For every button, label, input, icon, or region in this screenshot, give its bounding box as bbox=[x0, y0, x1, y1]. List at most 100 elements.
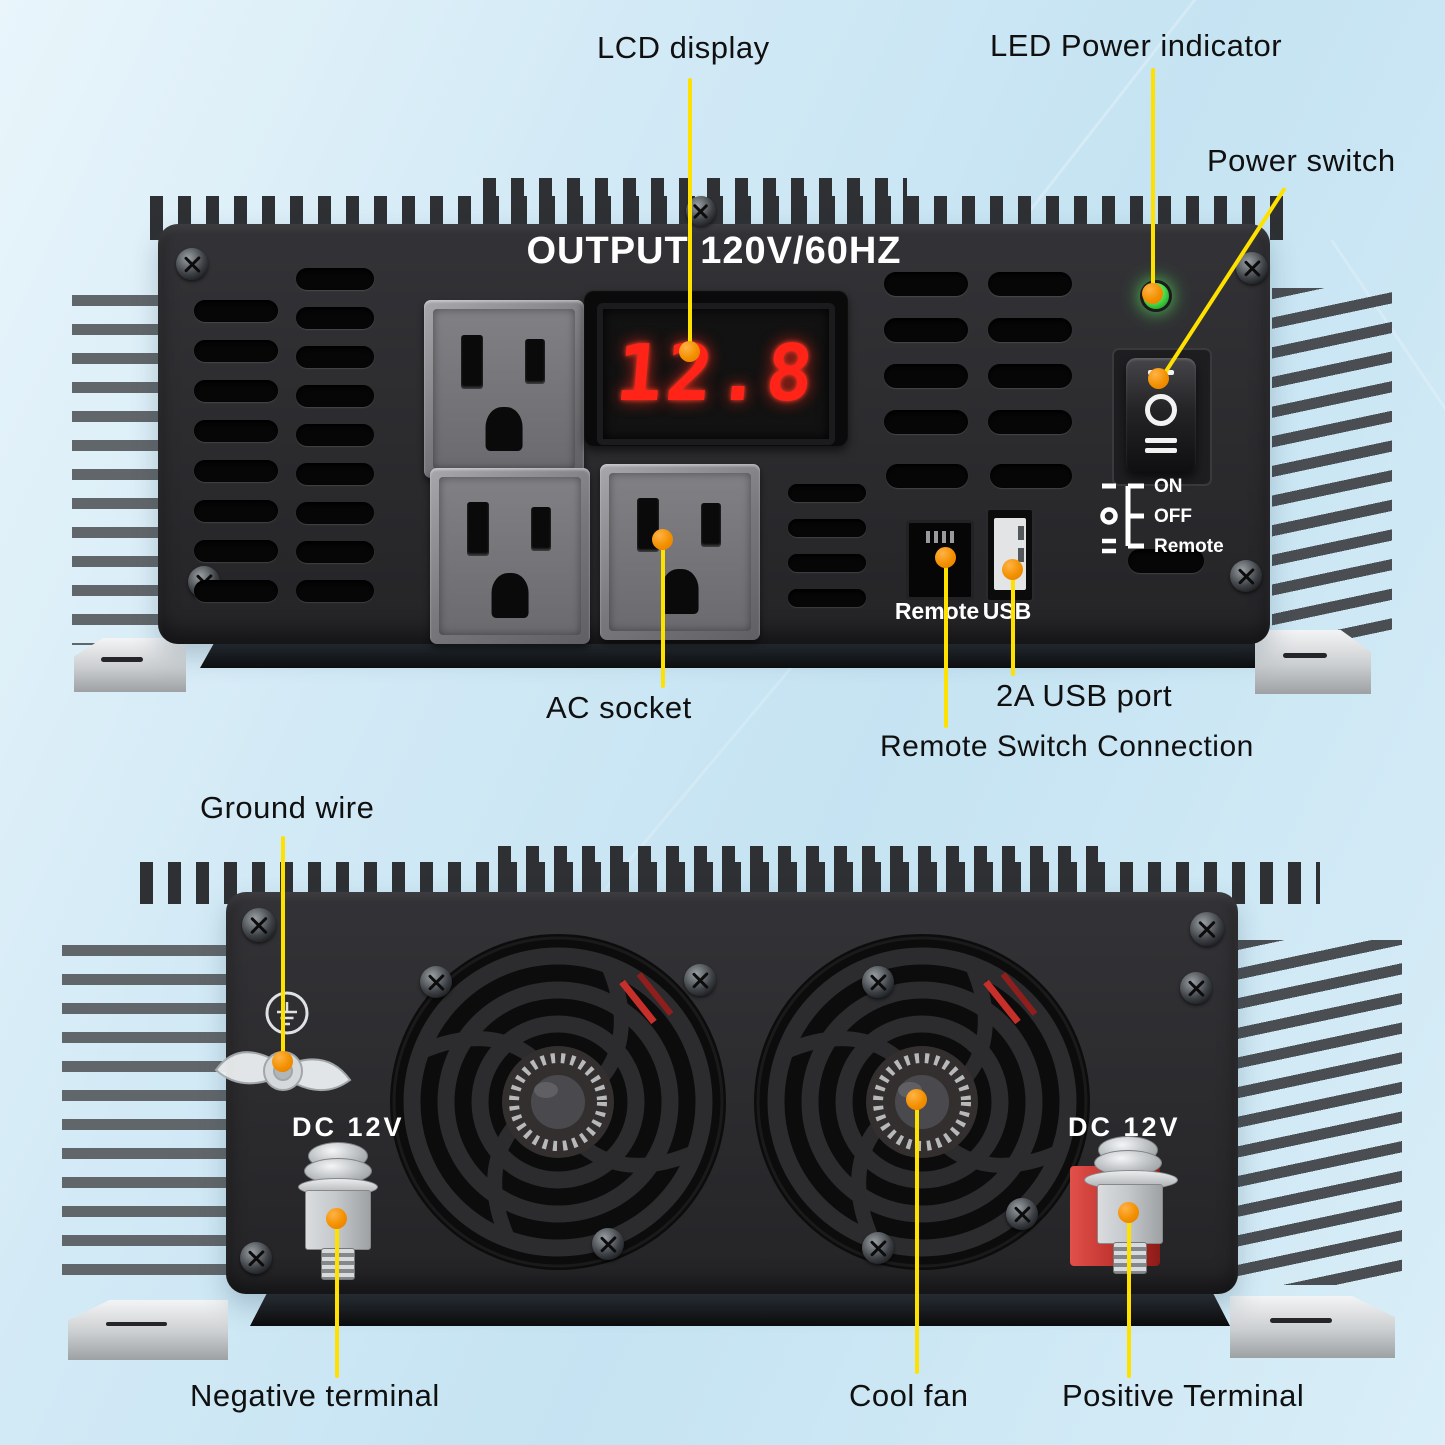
screw bbox=[1190, 912, 1224, 946]
vent-slot bbox=[988, 318, 1072, 342]
heatsink-left-fins bbox=[72, 295, 167, 645]
heatsink-left-fins-back bbox=[62, 945, 232, 1285]
mounting-flange bbox=[74, 638, 186, 692]
ac-outlet bbox=[600, 464, 760, 640]
output-rating-text: OUTPUT 120V/60HZ bbox=[526, 230, 902, 272]
vent-slot bbox=[788, 519, 866, 537]
legend-off-label: OFF bbox=[1154, 506, 1192, 527]
callout-line-negative bbox=[335, 1214, 339, 1378]
screw bbox=[420, 966, 452, 998]
vent-slot bbox=[194, 580, 278, 602]
vent-slot bbox=[296, 502, 374, 524]
callout-lcd-display: LCD display bbox=[597, 30, 770, 65]
vent-slot bbox=[788, 589, 866, 607]
callout-led-power-indicator: LED Power indicator bbox=[990, 28, 1283, 63]
screw bbox=[176, 248, 208, 280]
callout-ac-socket: AC socket bbox=[546, 690, 692, 725]
vent-slot bbox=[296, 268, 374, 290]
usb-port-label: USB bbox=[982, 598, 1032, 624]
vent-slot bbox=[194, 540, 278, 562]
switch-remote-mark bbox=[1145, 438, 1177, 443]
vent-slot bbox=[788, 484, 866, 502]
vent-slot bbox=[296, 424, 374, 446]
ac-outlet-face bbox=[433, 309, 575, 469]
screw bbox=[242, 908, 276, 942]
callout-cool-fan: Cool fan bbox=[849, 1378, 969, 1413]
screw bbox=[684, 964, 716, 996]
callout-power-switch: Power switch bbox=[1207, 143, 1396, 178]
lcd-screen: 12.8 bbox=[597, 303, 835, 445]
remote-port-pins bbox=[926, 531, 954, 543]
legend-remote-label: Remote bbox=[1154, 536, 1224, 557]
vent-slot bbox=[296, 463, 374, 485]
callout-dot-remote bbox=[935, 547, 956, 568]
vent-slot bbox=[194, 460, 278, 482]
lcd-voltage-value: 12.8 bbox=[612, 329, 820, 419]
vent-slot bbox=[1128, 549, 1204, 573]
callout-line-ground bbox=[281, 836, 285, 1062]
ac-outlet-face bbox=[609, 473, 751, 631]
callout-line-ac-socket bbox=[661, 540, 665, 688]
outlet-slot bbox=[531, 507, 552, 552]
cooling-fan-left bbox=[390, 934, 726, 1270]
vent-slot bbox=[990, 464, 1072, 488]
heatsink-right-fins bbox=[1272, 288, 1392, 648]
outlet-ground-hole bbox=[661, 569, 699, 614]
lcd-display: 12.8 bbox=[584, 290, 848, 446]
callout-usb-port: 2A USB port bbox=[996, 678, 1173, 713]
callout-ground-wire: Ground wire bbox=[200, 790, 375, 825]
callout-dot-ac-socket bbox=[652, 529, 673, 550]
vent-slot bbox=[884, 318, 968, 342]
vent-slot bbox=[884, 364, 968, 388]
callout-dot-usb bbox=[1002, 559, 1023, 580]
screw bbox=[240, 1242, 272, 1274]
vent-slot bbox=[884, 272, 968, 296]
mounting-flange bbox=[1255, 630, 1371, 694]
legend-on-label: ON bbox=[1154, 476, 1183, 497]
dc-12v-label-left: DC 12V bbox=[292, 1112, 405, 1142]
mounting-flange bbox=[68, 1300, 228, 1360]
outlet-slot bbox=[461, 334, 483, 389]
vent-slot bbox=[884, 410, 968, 434]
vent-slot bbox=[296, 307, 374, 329]
mounting-flange bbox=[1230, 1296, 1395, 1358]
vent-slot bbox=[988, 410, 1072, 434]
screw bbox=[1230, 560, 1262, 592]
heatsink-right-fins-back bbox=[1232, 940, 1402, 1285]
vent-slot bbox=[296, 580, 374, 602]
switch-off-mark bbox=[1145, 394, 1177, 426]
screw bbox=[1180, 972, 1212, 1004]
vent-slot bbox=[194, 340, 278, 362]
callout-positive-terminal: Positive Terminal bbox=[1062, 1378, 1305, 1413]
callout-dot-lcd bbox=[679, 341, 700, 362]
callout-remote-switch-connection: Remote Switch Connection bbox=[880, 730, 1254, 763]
callout-line-cool-fan bbox=[915, 1100, 919, 1374]
ac-outlet bbox=[430, 468, 590, 644]
callout-line-remote bbox=[944, 558, 948, 728]
screw bbox=[1006, 1198, 1038, 1230]
vent-slot bbox=[296, 385, 374, 407]
vent-slot bbox=[194, 500, 278, 522]
ground-symbol-icon bbox=[265, 991, 309, 1035]
outlet-ground-hole bbox=[485, 406, 523, 452]
callout-dot-positive bbox=[1118, 1202, 1139, 1223]
callout-dot-power-switch bbox=[1148, 368, 1169, 389]
usb-port bbox=[986, 508, 1034, 602]
callout-dot-led bbox=[1142, 283, 1163, 304]
vent-slot bbox=[194, 380, 278, 402]
switch-remote-mark bbox=[1145, 448, 1177, 453]
outlet-ground-hole bbox=[491, 573, 529, 618]
switch-legend-icon bbox=[1100, 483, 1144, 554]
callout-line-led bbox=[1151, 68, 1155, 294]
vent-slot bbox=[296, 541, 374, 563]
vent-slot bbox=[296, 346, 374, 368]
vent-slot bbox=[788, 554, 866, 572]
vent-slot bbox=[194, 300, 278, 322]
ac-outlet-face bbox=[439, 477, 581, 635]
vent-slot bbox=[194, 420, 278, 442]
ac-outlet bbox=[424, 300, 584, 478]
screw bbox=[862, 1232, 894, 1264]
vent-slot bbox=[988, 272, 1072, 296]
callout-dot-cool-fan bbox=[906, 1089, 927, 1110]
